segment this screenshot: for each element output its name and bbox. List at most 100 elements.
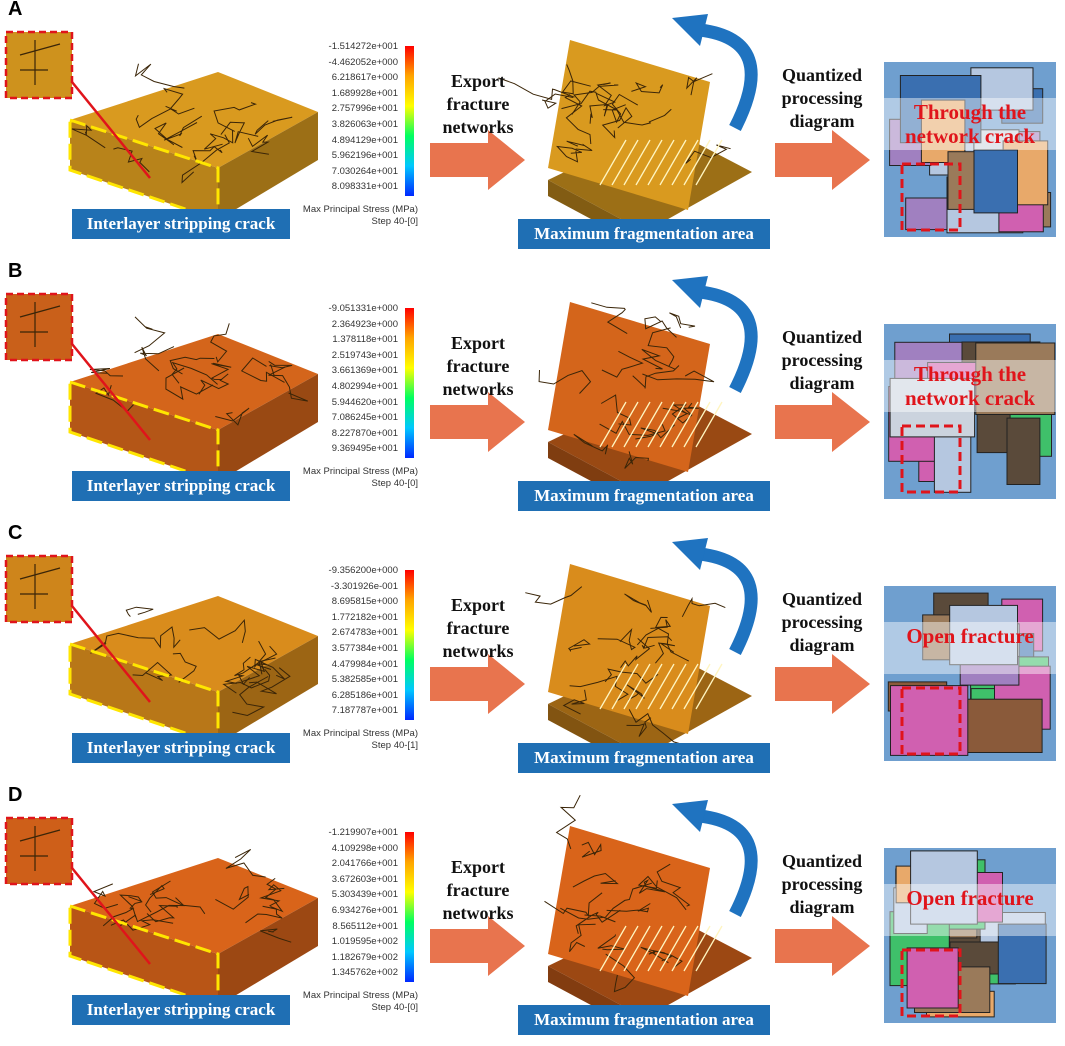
hatch-line — [683, 925, 711, 972]
legend-caption: Max Principal Stress (MPa)Step 40-[0] — [280, 204, 418, 228]
quantized-diagram-text: Quantized processing diagram — [781, 327, 863, 393]
fracture-crack — [132, 661, 173, 682]
fracture-crack — [144, 884, 165, 913]
export-networks-text: Export fracture networks — [442, 333, 514, 399]
fracture-crack — [222, 668, 271, 694]
fracture-crack — [134, 63, 185, 89]
legend-value: 3.826063e+001 — [331, 119, 398, 130]
block-top-face — [70, 596, 318, 692]
legend-color-bar — [405, 46, 414, 196]
legend-value: -4.462052e+000 — [328, 56, 398, 68]
fracture-crack — [636, 627, 690, 662]
fracture-crack — [154, 626, 181, 649]
fracture-crack — [541, 93, 574, 109]
hatch-line — [683, 401, 711, 448]
hatch-line — [623, 401, 651, 448]
quantized-diagram-text: Quantized processing diagram — [781, 65, 863, 131]
fracture-crack — [90, 632, 155, 654]
rotate-arrow-head — [672, 276, 708, 308]
fracture-crack — [681, 596, 726, 618]
hatch-line — [611, 663, 639, 710]
panel-letter: C — [8, 522, 23, 544]
fracture-crack — [575, 909, 621, 934]
fracture-crack — [255, 657, 276, 675]
legend-color-bar — [405, 570, 414, 720]
fracture-crack — [620, 638, 651, 668]
legend-color-bar — [405, 832, 414, 982]
block-side-face — [218, 636, 318, 744]
fracture-crack — [140, 346, 175, 372]
selected-region-box — [900, 424, 962, 494]
fracture-crack — [601, 106, 633, 139]
fracture-crack — [89, 368, 124, 377]
fracture-crack — [669, 312, 696, 329]
legend-color-bar — [405, 308, 414, 458]
fracture-crack — [637, 875, 687, 911]
panel-artwork — [4, 276, 1056, 510]
fracture-crack — [224, 674, 250, 686]
selected-region-box — [900, 686, 962, 756]
fracture-crack — [605, 953, 636, 993]
legend-value: -9.356200e+000 — [328, 565, 398, 576]
legend-value: 8.695815e+000 — [331, 596, 398, 608]
callout-crack — [19, 302, 61, 347]
legend-value: 7.187787e+001 — [331, 705, 398, 717]
fracture-crack — [595, 82, 617, 107]
fracture-crack — [601, 350, 644, 378]
legend-value: 5.944620e+001 — [331, 396, 398, 408]
fracture-crack — [650, 616, 672, 629]
fragment-region — [910, 850, 978, 925]
interlayer-stripping-label: Interlayer stripping crack — [72, 471, 290, 501]
panel-letter: B — [8, 260, 23, 282]
fragment-region — [906, 947, 959, 1009]
panel-letter: A — [8, 0, 23, 20]
callout-pointer — [71, 867, 151, 965]
fragment-region — [975, 342, 1056, 415]
fracture-crack — [624, 593, 652, 613]
block-side-face — [218, 898, 318, 1006]
hatch-line — [695, 139, 723, 186]
callout-pointer — [71, 343, 151, 441]
legend-value: 6.934276e+001 — [331, 905, 398, 916]
fracture-crack — [555, 794, 581, 850]
legend-step: Step 40-[0] — [371, 478, 418, 489]
panel-artwork — [4, 14, 1056, 248]
hatch-line — [623, 925, 651, 972]
process-arrow-2 — [775, 654, 870, 714]
fragment-region — [949, 604, 1019, 666]
hatch-line — [611, 401, 639, 448]
fracture-crack — [249, 667, 291, 695]
hatch-line — [599, 139, 627, 186]
fracture-crack — [597, 934, 626, 951]
fracture-crack — [203, 130, 234, 150]
fracture-crack — [569, 675, 629, 702]
legend-step: Step 40-[1] — [371, 740, 418, 751]
fracture-crack — [198, 373, 230, 395]
fracture-crack — [656, 863, 691, 907]
process-arrow-2 — [775, 916, 870, 976]
export-networks-text: Export fracture networks — [442, 857, 514, 923]
legend-value: 1.345762e+002 — [331, 967, 398, 979]
fragment-region — [997, 923, 1047, 985]
fracture-crack — [589, 103, 609, 124]
legend-value: 3.672603e+001 — [331, 873, 398, 885]
fracture-crack — [220, 121, 259, 144]
hatch-line — [599, 663, 627, 710]
fracture-crack — [119, 897, 186, 927]
legend-value: -1.219907e+001 — [328, 827, 398, 838]
fracture-crack — [172, 652, 197, 683]
callout-pointer — [71, 605, 151, 703]
hatch-line — [647, 925, 675, 972]
legend-value: 5.962196e+001 — [331, 150, 398, 162]
legend-title: Max Principal Stress (MPa) — [302, 990, 418, 1001]
overlay-band — [884, 884, 1056, 936]
hatch-line — [599, 401, 627, 448]
interlayer-stripping-label: Interlayer stripping crack — [72, 209, 290, 239]
fracture-crack — [254, 116, 293, 135]
legend-step: Step 40-[0] — [371, 216, 418, 227]
fracture-crack — [611, 93, 639, 124]
hatch-line — [611, 925, 639, 972]
block-top-face — [70, 334, 318, 430]
